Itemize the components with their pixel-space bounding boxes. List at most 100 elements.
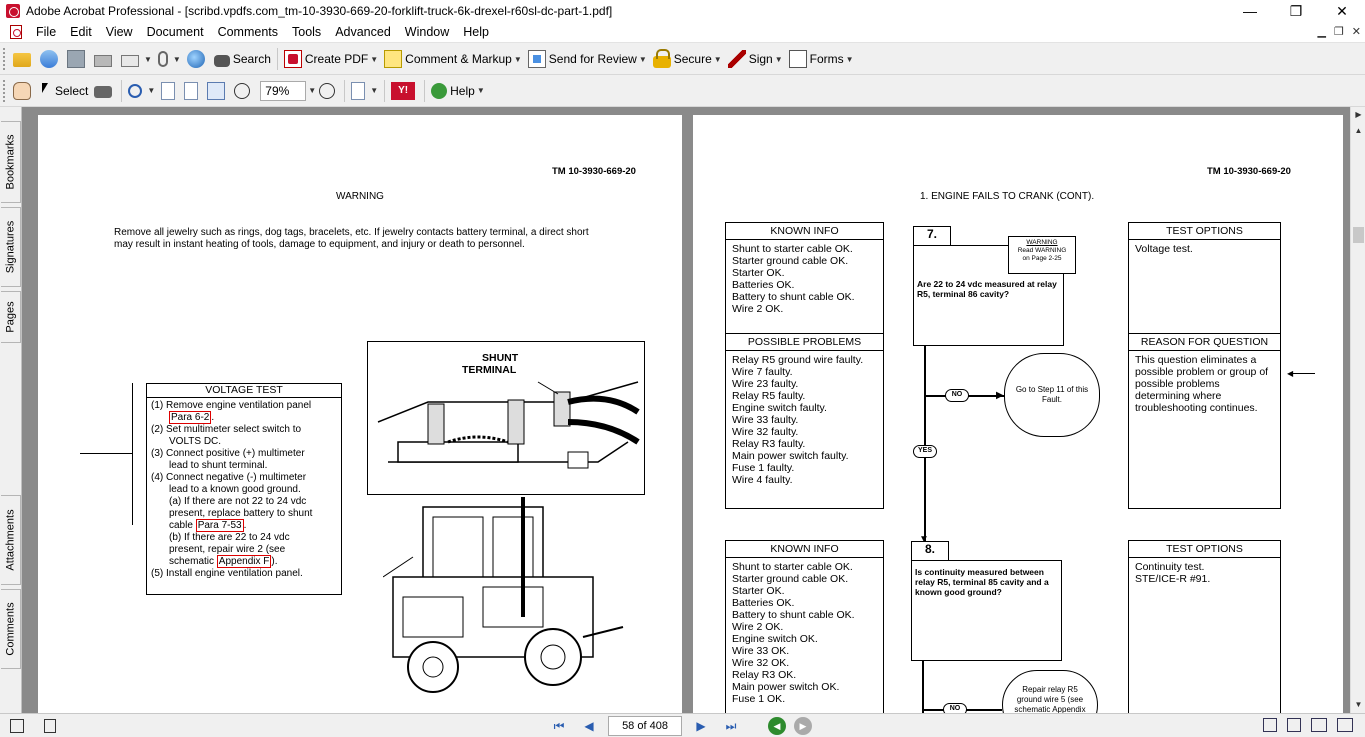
last-page-button[interactable]: ⏭ — [720, 716, 742, 736]
doc-close-icon[interactable]: ✕ — [1352, 25, 1361, 38]
fit-width-button[interactable] — [204, 79, 231, 103]
previous-page-button[interactable]: ◀ — [578, 716, 600, 736]
open-button[interactable] — [10, 47, 37, 71]
page-number-input[interactable] — [608, 716, 682, 736]
go-back-button[interactable]: ◀ — [768, 717, 786, 735]
fit-page-button[interactable] — [181, 79, 204, 103]
zoom-in-button[interactable] — [316, 79, 341, 103]
step-1-link-row: Para 6-2. — [151, 412, 337, 424]
page-layout-buttons — [1263, 718, 1353, 732]
step-5-text: (5) Install engine ventilation panel. — [151, 568, 337, 580]
menu-document[interactable]: Document — [141, 25, 212, 39]
zoom-input[interactable] — [260, 81, 306, 101]
create-pdf-button[interactable]: Create PDF▼ — [281, 47, 381, 71]
actual-size-button[interactable] — [158, 79, 181, 103]
panel-toggle-icon[interactable] — [10, 719, 24, 733]
para-7-53-link[interactable]: Para 7-53 — [196, 519, 244, 532]
sign-label: Sign — [749, 52, 773, 66]
go-forward-button[interactable]: ▶ — [794, 717, 812, 735]
menu-tools[interactable]: Tools — [286, 25, 329, 39]
zoom-tool-button[interactable]: ▼ — [125, 79, 158, 103]
hand-tool-button[interactable] — [10, 79, 37, 103]
page-options-icon[interactable] — [44, 719, 56, 733]
web-search-button[interactable] — [184, 47, 211, 71]
menu-bar: File Edit View Document Comments Tools A… — [0, 22, 1365, 43]
create-pdf-label: Create PDF — [305, 52, 368, 66]
chevron-down-icon: ▼ — [477, 86, 485, 95]
doc-minimize-icon[interactable]: ▁ — [1317, 25, 1325, 38]
known-info-item: Shunt to starter cable OK. — [732, 243, 877, 255]
menu-help[interactable]: Help — [457, 25, 497, 39]
scroll-thumb[interactable] — [1353, 227, 1364, 243]
menu-advanced[interactable]: Advanced — [329, 25, 399, 39]
toolbar-grip[interactable] — [3, 48, 6, 70]
document-view[interactable]: TM 10-3930-669-20 WARNING Remove all jew… — [22, 107, 1350, 713]
search-button[interactable]: Search — [211, 47, 274, 71]
page-icon — [161, 82, 175, 100]
text-cursor-icon — [40, 82, 52, 100]
scroll-right-arrow-icon[interactable]: ▶ — [1351, 107, 1365, 123]
first-page-button[interactable]: ⏮ — [548, 716, 570, 736]
save-button[interactable] — [64, 47, 91, 71]
chevron-down-icon: ▼ — [147, 86, 155, 95]
scroll-down-arrow-icon[interactable]: ▼ — [1351, 697, 1365, 713]
continuous-facing-icon[interactable] — [1337, 718, 1353, 732]
help-button[interactable]: Help▼ — [428, 79, 488, 103]
menu-view[interactable]: View — [100, 25, 141, 39]
minimize-button[interactable]: — — [1227, 0, 1273, 22]
continuous-icon[interactable] — [1287, 718, 1301, 732]
maximize-button[interactable]: ❐ — [1273, 0, 1319, 22]
menu-window[interactable]: Window — [399, 25, 457, 39]
hand-icon — [13, 82, 31, 100]
chevron-down-icon: ▼ — [370, 55, 378, 64]
toolbar-grip[interactable] — [3, 80, 6, 102]
create-pdf-icon — [284, 50, 302, 68]
yahoo-button[interactable]: Y! — [388, 79, 421, 103]
single-page-icon[interactable] — [1263, 718, 1277, 732]
camera-icon — [94, 86, 112, 98]
zoom-out-button[interactable] — [231, 79, 256, 103]
toolbar-separator — [384, 80, 385, 102]
next-page-button[interactable]: ▶ — [690, 716, 712, 736]
zoom-dropdown-icon[interactable]: ▼ — [308, 86, 316, 95]
open-web-button[interactable] — [37, 47, 64, 71]
known-info-item: Engine switch OK. — [732, 633, 877, 645]
menu-edit[interactable]: Edit — [64, 25, 100, 39]
para-6-2-link[interactable]: Para 6-2 — [169, 411, 211, 424]
tab-bookmarks[interactable]: Bookmarks — [1, 121, 21, 203]
tab-signatures[interactable]: Signatures — [1, 207, 21, 287]
menu-comments[interactable]: Comments — [212, 25, 286, 39]
select-tool-button[interactable]: Select — [37, 79, 91, 103]
printer-icon — [94, 55, 112, 67]
page-navigation: ⏮ ◀ ▶ ⏭ ◀ ▶ — [548, 716, 812, 736]
menu-file[interactable]: File — [30, 25, 64, 39]
known-info-item: Wire 2 OK. — [732, 303, 877, 315]
forms-button[interactable]: Forms▼ — [786, 47, 857, 71]
tab-attachments[interactable]: Attachments — [1, 495, 21, 585]
step-4a-text-cont: present, replace battery to shunt — [151, 508, 337, 520]
scroll-up-arrow-icon[interactable]: ▲ — [1351, 123, 1365, 139]
comment-markup-button[interactable]: Comment & Markup▼ — [381, 47, 525, 71]
send-review-button[interactable]: Send for Review▼ — [525, 47, 650, 71]
yes-label: YES — [913, 445, 937, 458]
chevron-down-icon: ▼ — [370, 86, 378, 95]
known-info-box-8: KNOWN INFO Shunt to starter cable OK. St… — [725, 540, 884, 713]
secure-button[interactable]: Secure▼ — [650, 47, 725, 71]
facing-icon[interactable] — [1311, 718, 1327, 732]
tab-pages[interactable]: Pages — [1, 291, 21, 343]
pdf-page-right: TM 10-3930-669-20 1. ENGINE FAILS TO CRA… — [693, 115, 1343, 713]
appendix-f-link[interactable]: Appendix F — [217, 555, 272, 568]
fit-width-icon — [207, 82, 225, 100]
doc-restore-icon[interactable]: ❐ — [1334, 25, 1344, 38]
rotate-button[interactable]: ▼ — [348, 79, 381, 103]
document-icon[interactable] — [10, 25, 22, 39]
attach-button[interactable]: ▼ — [155, 47, 184, 71]
known-info-item: Fuse 1 OK. — [732, 693, 877, 705]
email-button[interactable]: ▼ — [118, 47, 155, 71]
tab-comments[interactable]: Comments — [1, 589, 21, 669]
close-button[interactable]: ✕ — [1319, 0, 1365, 22]
snapshot-button[interactable] — [91, 79, 118, 103]
vertical-scrollbar[interactable]: ▶ ▲ ▼ — [1350, 107, 1365, 713]
sign-button[interactable]: Sign▼ — [725, 47, 786, 71]
print-button[interactable] — [91, 47, 118, 71]
